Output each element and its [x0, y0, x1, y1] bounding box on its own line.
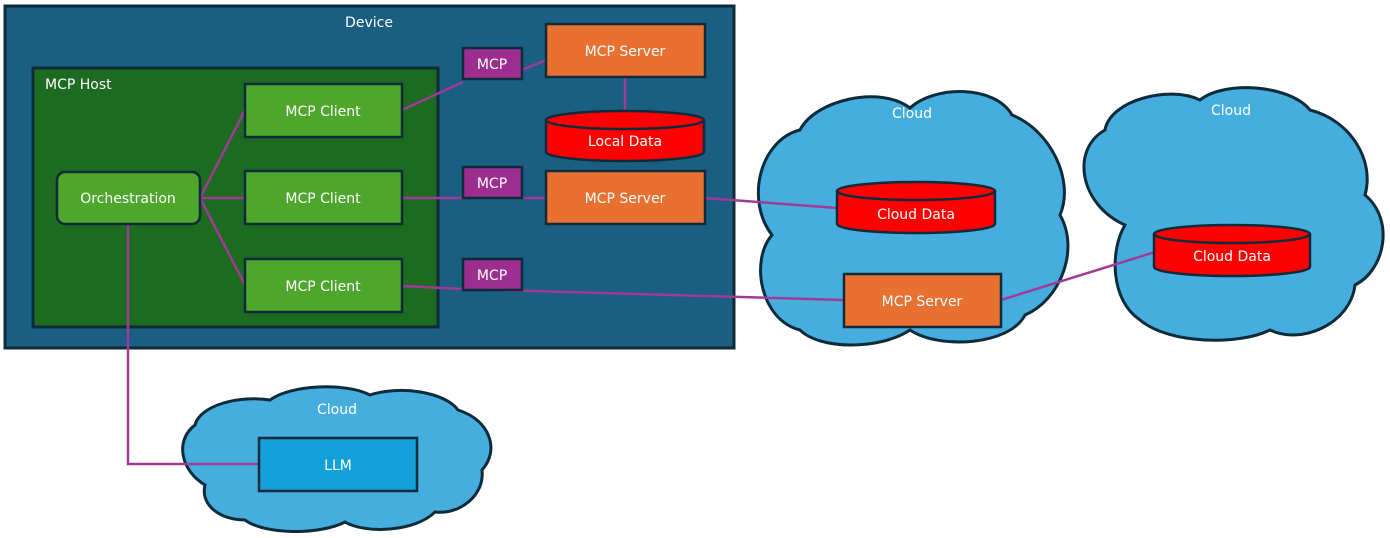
mcp-client-2-label: MCP Client: [285, 191, 361, 207]
mcp-badge-2-label: MCP: [477, 176, 507, 192]
connector-orch-client3: [198, 197, 247, 286]
cloud-data-1-label: Cloud Data: [877, 207, 955, 223]
orchestration-node: Orchestration: [55, 170, 202, 226]
cloud-data-2-label: Cloud Data: [1193, 249, 1271, 265]
orchestration-label: Orchestration: [80, 191, 176, 207]
mcp-badge-1: MCP: [461, 46, 524, 81]
mcp-badge-3-label: MCP: [477, 268, 507, 284]
connector-mcp1-server1: [521, 58, 547, 72]
connector-orch-llm: [126, 224, 259, 466]
mcp-client-3-label: MCP Client: [285, 279, 361, 295]
mcp-server-2: MCP Server: [544, 169, 707, 226]
mcp-host-label: MCP Host: [45, 77, 112, 93]
cloud-label-right: Cloud: [1211, 103, 1251, 119]
local-data-store: Local Data: [544, 109, 706, 163]
mcp-badge-3: MCP: [461, 257, 524, 292]
llm-label: LLM: [324, 458, 352, 474]
mcp-server-1: MCP Server: [544, 22, 707, 79]
connector-client1-mcp1: [401, 80, 464, 112]
mcp-server-1-label: MCP Server: [585, 44, 666, 60]
cloud-label-middle: Cloud: [892, 106, 932, 122]
mcp-server-3: MCP Server: [842, 272, 1003, 329]
llm-node: LLM: [257, 436, 419, 493]
cloud-label-bottom: Cloud: [317, 402, 357, 418]
connector-server3-clouddata2: [1000, 250, 1156, 302]
connectors: [126, 58, 1156, 466]
mcp-client-1-label: MCP Client: [285, 104, 361, 120]
cloud-data-store-2: Cloud Data: [1152, 223, 1312, 278]
local-data-label: Local Data: [588, 134, 662, 150]
mcp-client-1: MCP Client: [243, 82, 404, 139]
mcp-server-2-label: MCP Server: [585, 191, 666, 207]
mcp-client-3: MCP Client: [243, 257, 404, 314]
connector-orch-client1: [198, 109, 247, 199]
mcp-client-2: MCP Client: [243, 169, 404, 226]
cloud-data-store-1: Cloud Data: [835, 180, 997, 235]
connector-server2-clouddata1: [704, 196, 838, 210]
device-label: Device: [345, 15, 393, 31]
mcp-badge-2: MCP: [461, 165, 524, 200]
cloud-shape-right: [1082, 86, 1385, 342]
mcp-badge-1-label: MCP: [477, 57, 507, 73]
mcp-server-3-label: MCP Server: [882, 294, 963, 310]
